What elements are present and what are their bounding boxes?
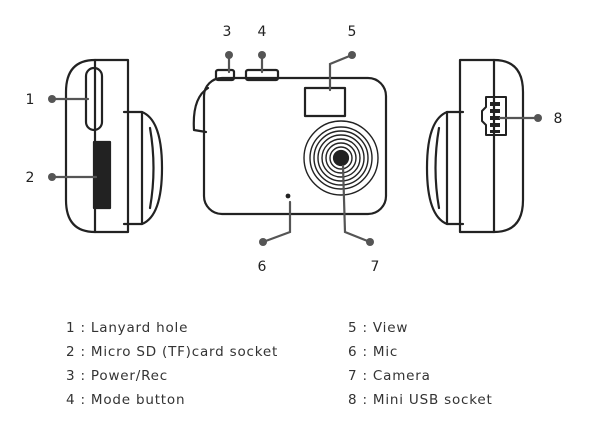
legend-item-mini-usb-socket: 8 : Mini USB socket [348, 392, 493, 408]
micro-sd-slot [92, 140, 112, 210]
legend-left-column: 1 : Lanyard hole 2 : Micro SD (TF)card s… [66, 316, 278, 412]
callout-7: 7 [371, 259, 380, 275]
callout-8: 8 [554, 111, 563, 127]
callout-1: 1 [26, 92, 35, 108]
camera-right-side-view [425, 58, 525, 234]
callout-2: 2 [26, 170, 35, 186]
leader-5 [328, 53, 354, 92]
callout-6: 6 [258, 259, 267, 275]
legend-item-lanyard-hole: 1 : Lanyard hole [66, 320, 189, 336]
lens [303, 120, 379, 196]
legend-right-column: 5 : View 6 : Mic 7 : Camera 8 : Mini USB… [348, 316, 493, 412]
mini-usb-socket [481, 96, 507, 136]
legend-item-power-rec: 3 : Power/Rec [66, 368, 168, 384]
power-rec-button [214, 68, 236, 82]
legend-item-camera: 7 : Camera [348, 368, 431, 384]
viewfinder-window [303, 86, 347, 118]
legend-item-mode-button: 4 : Mode button [66, 392, 186, 408]
legend-item-view: 5 : View [348, 320, 409, 336]
leader-6 [261, 200, 292, 244]
camera-left-side-view [64, 58, 164, 234]
right-view-body [458, 58, 525, 234]
mic-hole [285, 193, 291, 199]
callout-5: 5 [348, 24, 357, 40]
front-view-body [202, 76, 388, 216]
left-view-lens-barrel [122, 110, 164, 226]
camera-front-view [192, 68, 388, 216]
legend-item-mic: 6 : Mic [348, 344, 399, 360]
callout-4: 4 [258, 24, 267, 40]
callout-3: 3 [223, 24, 232, 40]
leader-7 [341, 164, 372, 244]
legend-item-micro-sd-socket: 2 : Micro SD (TF)card socket [66, 344, 279, 360]
lens-center [332, 149, 350, 167]
right-view-lens-barrel [425, 110, 465, 226]
